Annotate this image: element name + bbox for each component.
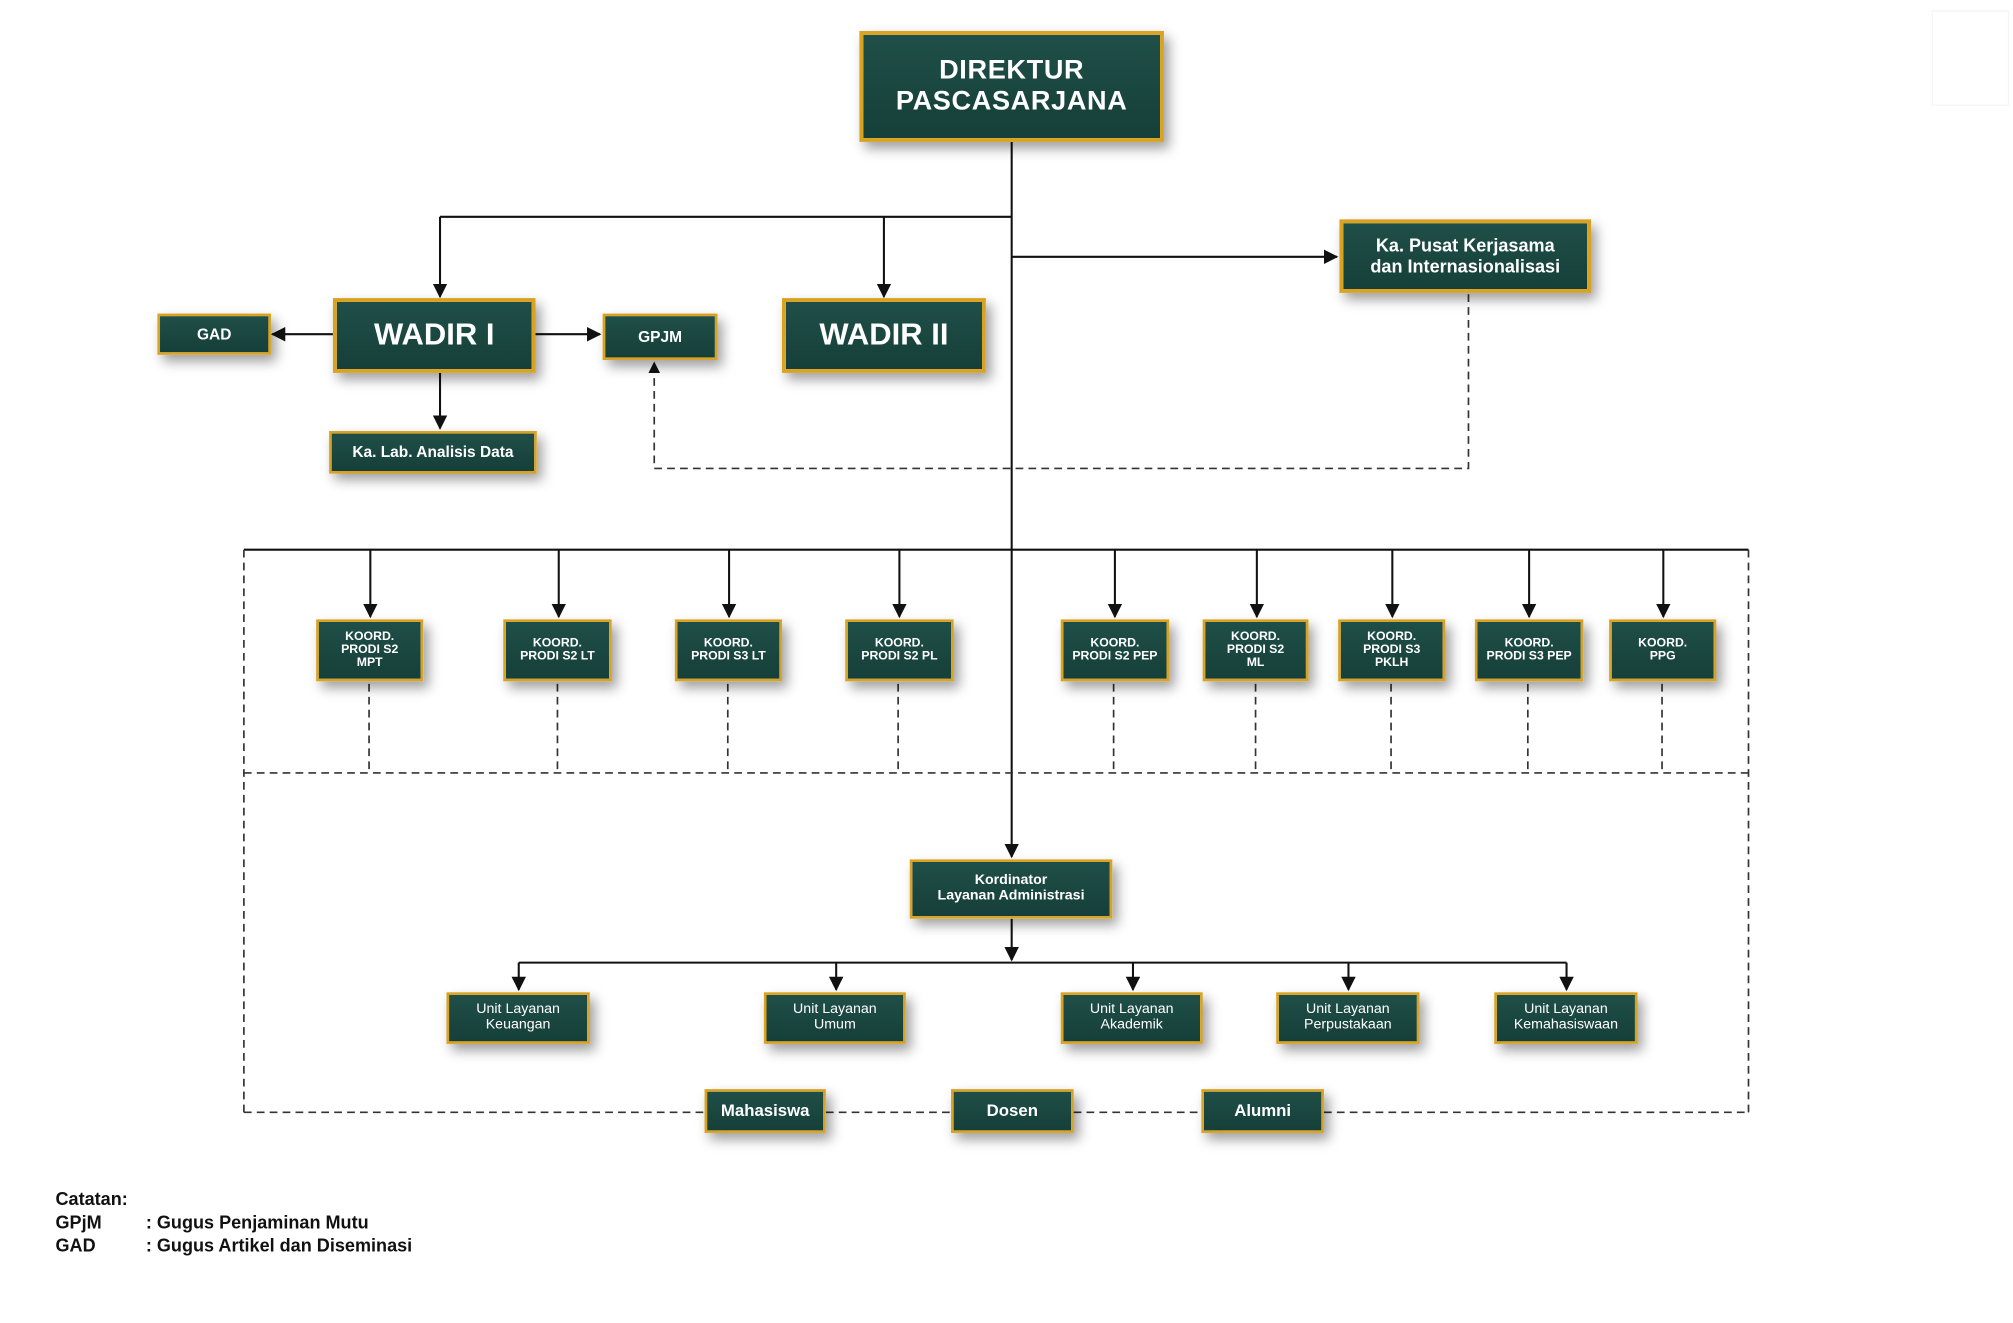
notes: Catatan: GPjM : Gugus Penjaminan Mutu GA…	[55, 1187, 412, 1257]
admin-coordinator-label: Kordinator Layanan Administrasi	[937, 872, 1085, 904]
faded-watermark	[1931, 10, 2010, 106]
koord-label: KOORD. PRODI S2 LT	[520, 635, 595, 664]
stakeholder-label: Mahasiswa	[720, 1100, 810, 1121]
koord-label: KOORD. PRODI S3 PEP	[1486, 635, 1572, 664]
unit-label: Unit Layanan Kemahasiswaan	[1513, 1001, 1618, 1033]
unit-label: Unit Layanan Umum	[793, 1001, 877, 1033]
stakeholder-label: Dosen	[986, 1100, 1038, 1121]
note-text: : Gugus Artikel dan Diseminasi	[145, 1234, 413, 1256]
wadir-1-box: WADIR I	[332, 298, 536, 373]
note-abbr: GAD	[55, 1234, 96, 1256]
koord-label: KOORD. PRODI S2 ML	[1226, 629, 1285, 670]
wadir-2-box: WADIR II	[781, 298, 986, 373]
note-abbr: GPjM	[55, 1211, 102, 1233]
unit-box: Unit Layanan Kemahasiswaan	[1494, 992, 1638, 1044]
pusat-kerjasama-label: Ka. Pusat Kerjasama dan Internasionalisa…	[1370, 235, 1561, 276]
director-box: DIREKTUR PASCASARJANA	[859, 30, 1164, 142]
unit-box: Unit Layanan Umum	[763, 992, 906, 1044]
koord-box: KOORD. PRODI S3 PEP	[1474, 619, 1584, 682]
koord-label: KOORD. PRODI S3 LT	[691, 635, 766, 664]
koord-box: KOORD. PRODI S2 LT	[503, 619, 612, 682]
notes-title: Catatan:	[55, 1188, 128, 1210]
koord-box: KOORD. PRODI S2 PEP	[1060, 619, 1170, 682]
unit-box: Unit Layanan Keuangan	[446, 992, 590, 1044]
koord-label: KOORD. PRODI S2 PEP	[1072, 635, 1158, 664]
director-label: DIREKTUR PASCASARJANA	[895, 56, 1128, 117]
stakeholder-label: Alumni	[1234, 1100, 1292, 1121]
lab-label: Ka. Lab. Analisis Data	[352, 442, 514, 461]
unit-label: Unit Layanan Keuangan	[476, 1001, 560, 1033]
unit-box: Unit Layanan Akademik	[1060, 992, 1203, 1044]
koord-box: KOORD. PRODI S3 PKLH	[1338, 619, 1446, 682]
note-row: GPjM : Gugus Penjaminan Mutu	[55, 1210, 412, 1233]
stakeholder-box: Mahasiswa	[704, 1089, 826, 1133]
gad-label: GAD	[196, 324, 232, 343]
admin-coordinator-box: Kordinator Layanan Administrasi	[909, 859, 1113, 919]
pusat-kerjasama-box: Ka. Pusat Kerjasama dan Internasionalisa…	[1339, 219, 1592, 293]
note-text: : Gugus Penjaminan Mutu	[145, 1211, 369, 1233]
koord-label: KOORD. PRODI S3 PKLH	[1363, 629, 1421, 670]
gpjm-label: GPJM	[638, 327, 682, 346]
koord-box: KOORD. PRODI S2 ML	[1202, 619, 1309, 682]
wadir-1-label: WADIR I	[373, 317, 495, 353]
koord-label: KOORD. PRODI S2 MPT	[341, 629, 399, 670]
koord-box: KOORD. PRODI S2 MPT	[316, 619, 424, 682]
note-row: GAD : Gugus Artikel dan Diseminasi	[55, 1234, 412, 1257]
koord-label: KOORD. PPG	[1638, 635, 1688, 664]
koord-box: KOORD. PRODI S3 LT	[674, 619, 782, 682]
koord-box: KOORD. PPG	[1609, 619, 1717, 682]
unit-box: Unit Layanan Perpustakaan	[1276, 992, 1420, 1044]
unit-label: Unit Layanan Perpustakaan	[1304, 1001, 1392, 1033]
koord-label: KOORD. PRODI S2 PL	[861, 635, 938, 664]
koord-box: KOORD. PRODI S2 PL	[845, 619, 954, 682]
wadir-2-label: WADIR II	[819, 317, 949, 353]
gpjm-box: GPJM	[602, 313, 718, 361]
stakeholder-box: Dosen	[951, 1089, 1074, 1133]
stakeholder-box: Alumni	[1201, 1089, 1324, 1133]
lab-box: Ka. Lab. Analisis Data	[329, 430, 537, 474]
gad-box: GAD	[157, 313, 271, 355]
unit-label: Unit Layanan Akademik	[1089, 1001, 1174, 1033]
